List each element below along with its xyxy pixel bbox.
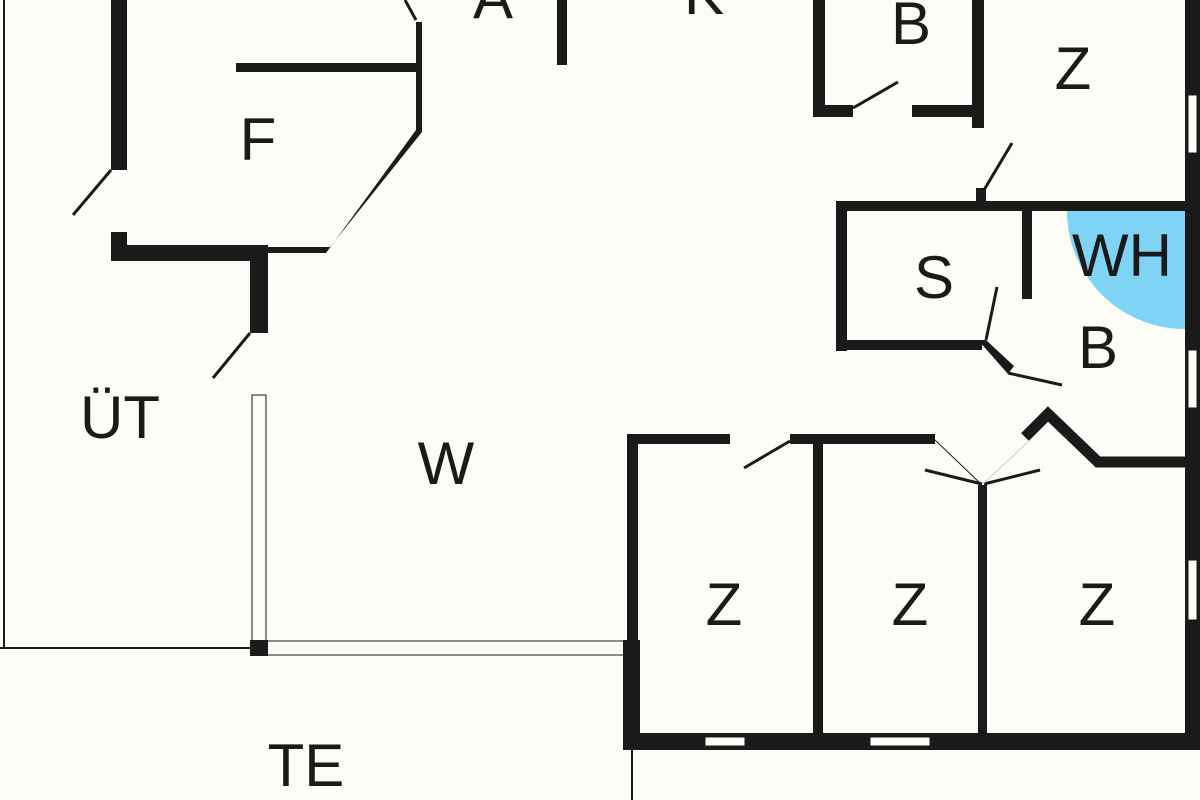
outer-lines [0,0,633,800]
room-label-z-right: Z [1079,571,1116,638]
glass-wall [250,394,631,656]
room-label-a: A [473,0,513,31]
room-label-te: TE [268,732,345,799]
wellness-area [1067,211,1185,329]
room-label-ut: ÜT [80,384,160,451]
room-label-b-top: B [891,0,931,57]
room-label-z-mid: Z [892,571,929,638]
room-s-walls [836,201,1186,468]
room-label-z-top: Z [1055,35,1092,102]
room-label-f: F [240,106,277,173]
door-swings-left [71,0,418,379]
room-label-w: W [418,430,475,497]
room-label-wh: WH [1072,222,1172,289]
room-label-s: S [914,244,954,311]
room-b-top-walls [813,0,1014,202]
bedroom-walls [623,434,1200,750]
room-f-walls [111,0,567,333]
room-label-k: K [684,0,724,27]
right-outer-wall [1185,0,1200,750]
room-label-b-right: B [1078,314,1118,381]
room-label-z-left: Z [706,571,743,638]
